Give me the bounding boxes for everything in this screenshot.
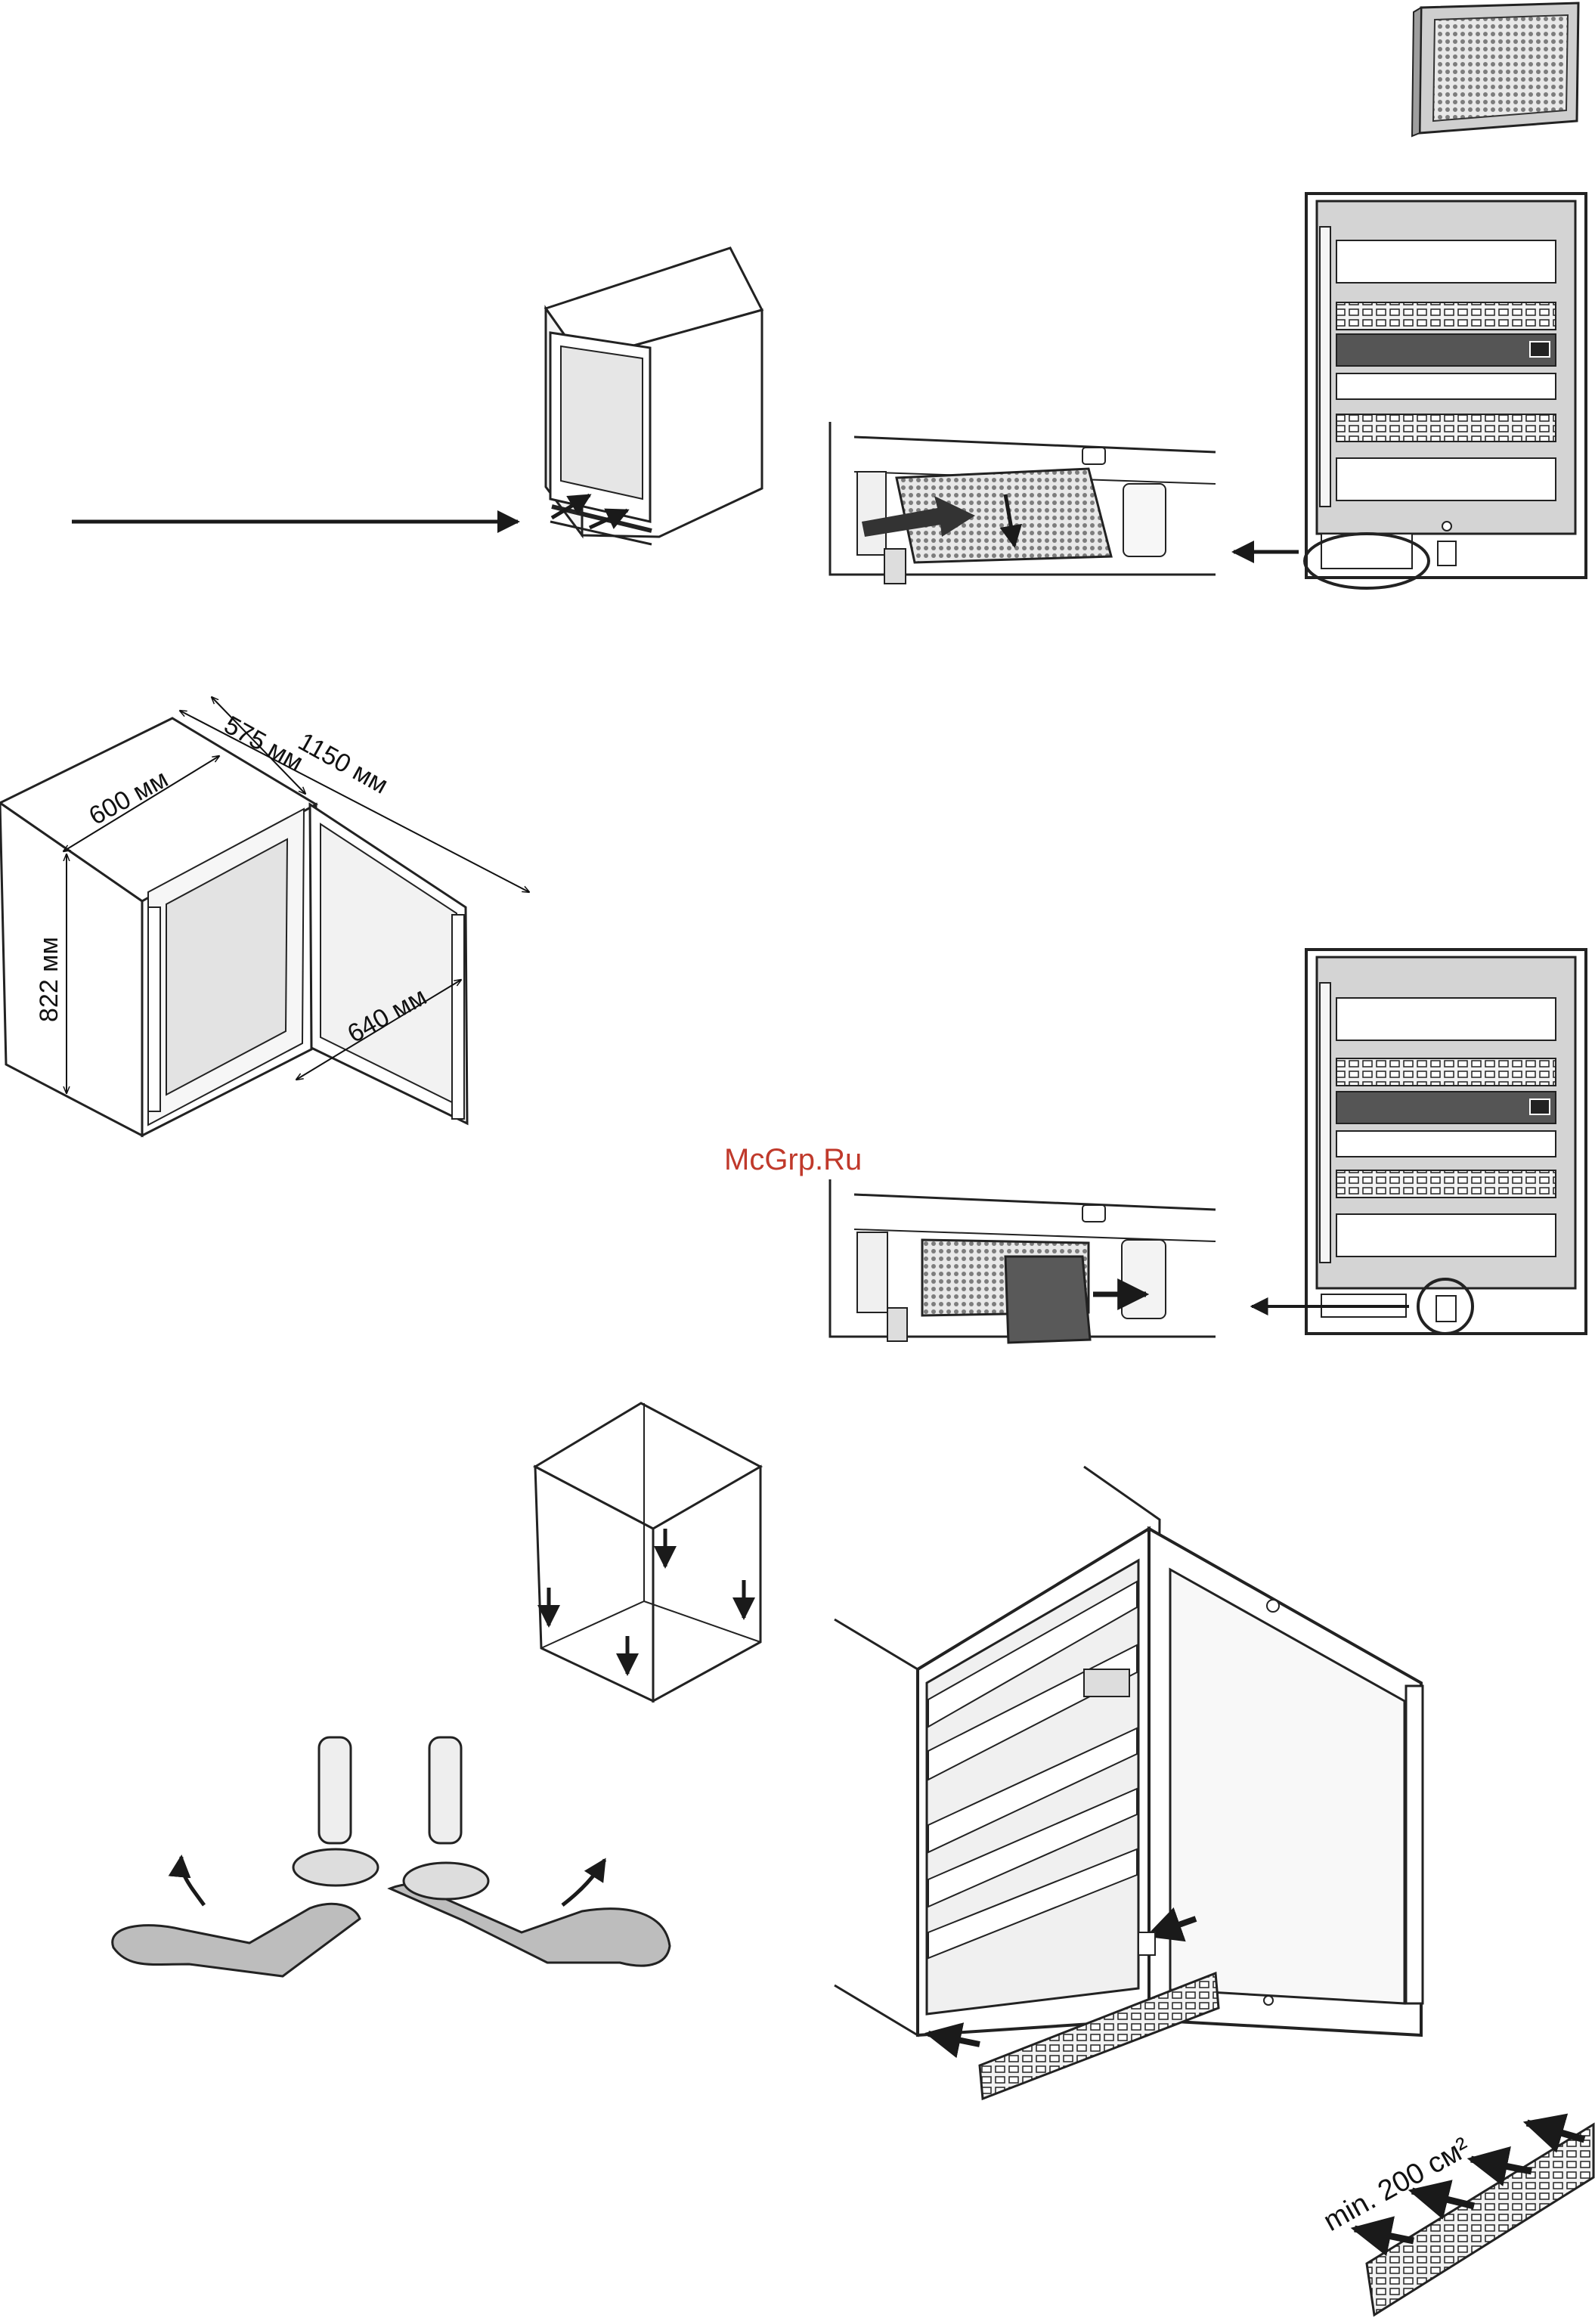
tray-removal-detail-illustration xyxy=(830,1179,1216,1343)
filter-insert-detail-illustration xyxy=(830,422,1299,584)
height-label: 822 мм xyxy=(35,937,63,1022)
ventilation-grille-illustration: min. 200 см² xyxy=(1318,2123,1593,2315)
adjustable-feet-wrench-illustration xyxy=(113,1737,670,1976)
wine-cabinet-front-middle-illustration xyxy=(1252,950,1586,1334)
appliance-front-vents-illustration xyxy=(72,248,762,544)
built-in-cabinet-open-door-illustration xyxy=(835,1467,1423,2099)
carcass-feet-illustration xyxy=(535,1403,760,1701)
dimensions-drawing: 1150 мм 575 мм 600 мм 822 мм 640 мм xyxy=(0,697,529,1136)
total-depth-label: 1150 мм xyxy=(293,727,393,800)
watermark: McGrp.Ru xyxy=(724,1143,862,1177)
filter-panel-illustration xyxy=(1412,3,1578,136)
wine-cabinet-front-top-illustration xyxy=(1305,194,1586,588)
